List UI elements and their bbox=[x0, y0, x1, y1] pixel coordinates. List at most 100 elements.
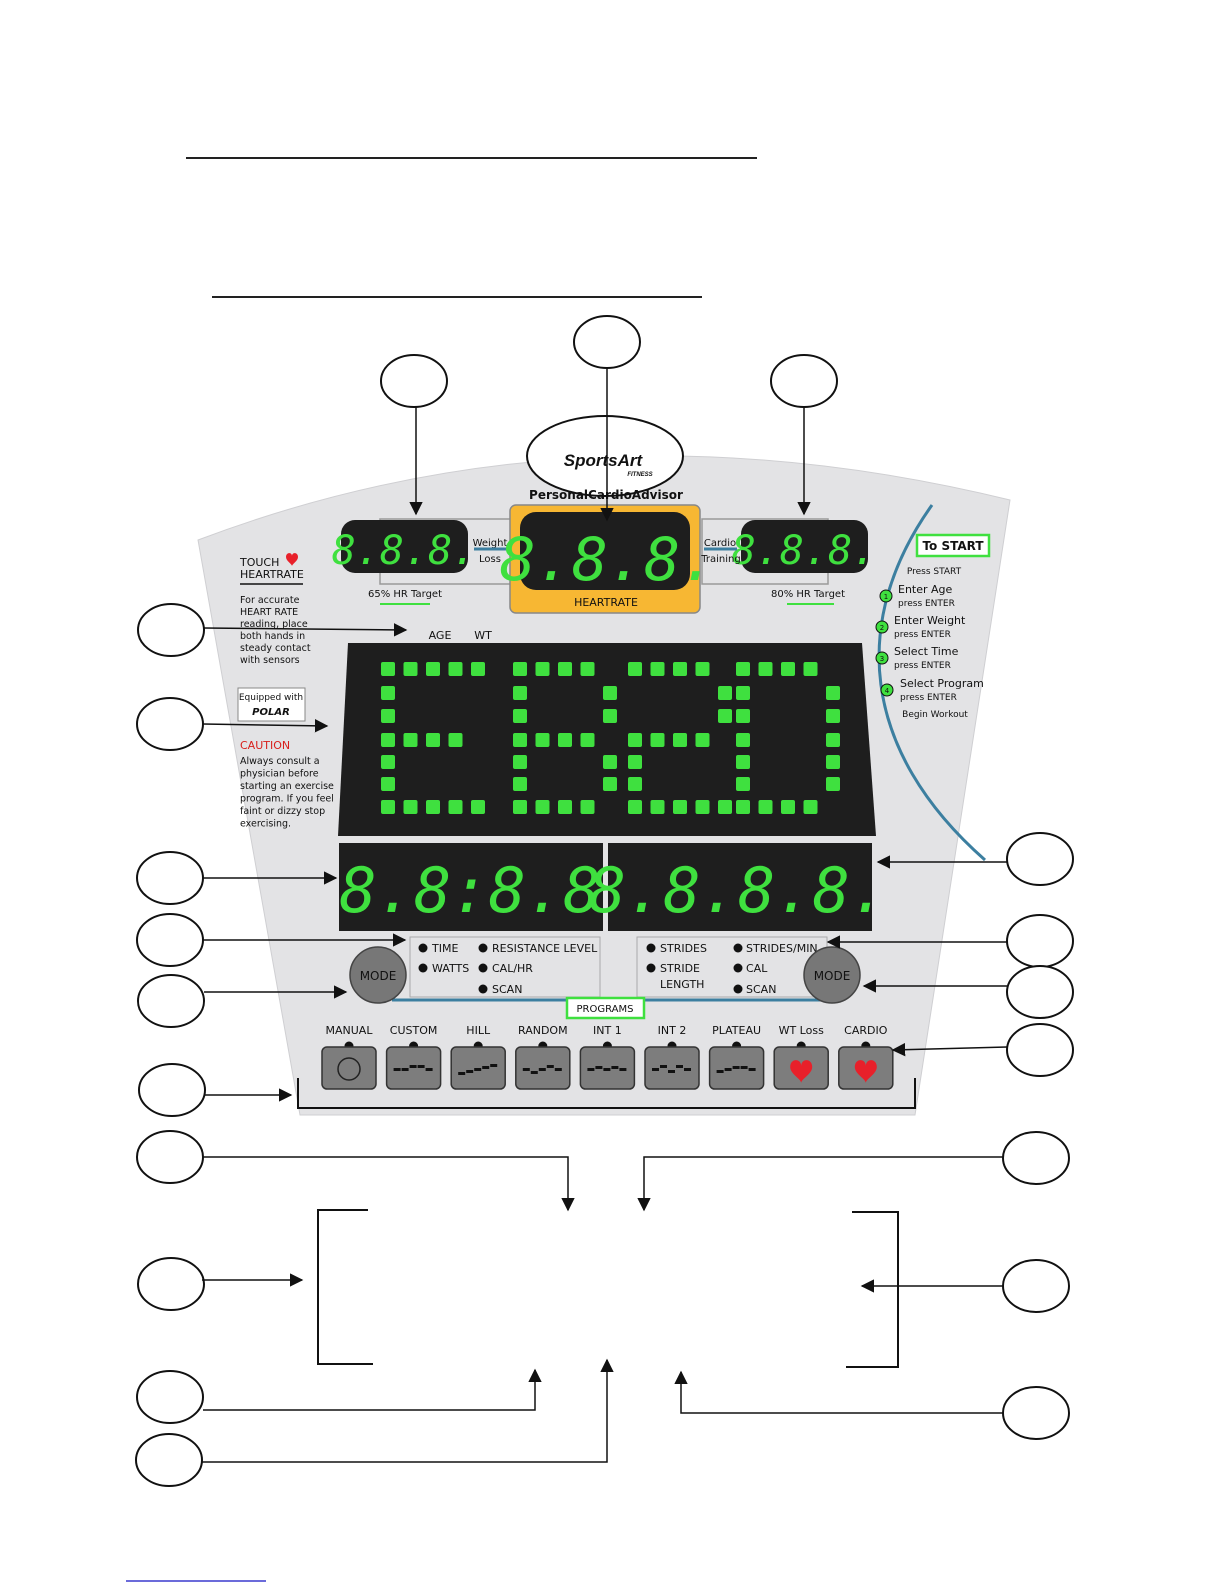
profile-icon bbox=[748, 1068, 756, 1071]
profile-icon bbox=[474, 1068, 482, 1071]
matrix-dot bbox=[826, 709, 840, 723]
profile-icon bbox=[668, 1070, 675, 1073]
start-arc bbox=[877, 504, 986, 862]
wt-label: WT bbox=[474, 629, 492, 642]
step-sub: press ENTER bbox=[894, 661, 951, 671]
matrix-dot bbox=[695, 733, 710, 747]
indicator-label: LENGTH bbox=[660, 978, 704, 991]
polar-bar bbox=[242, 704, 301, 717]
matrix-dot bbox=[513, 686, 527, 700]
indicator-label: TIME bbox=[431, 942, 458, 955]
step-title: Enter Age bbox=[898, 583, 953, 596]
profile-icon bbox=[676, 1065, 683, 1068]
program-label: INT 1 bbox=[593, 1024, 622, 1037]
callout-bubble bbox=[1006, 914, 1074, 968]
matrix-dot bbox=[628, 755, 642, 769]
matrix-dot bbox=[426, 800, 440, 814]
mode-button-left[interactable] bbox=[349, 946, 407, 1004]
matrix-dot bbox=[803, 662, 818, 676]
callout-arrow bbox=[203, 1156, 575, 1212]
indicator-led bbox=[733, 943, 743, 953]
weight-loss-line2: Loss bbox=[479, 554, 501, 565]
profile-icon bbox=[546, 1065, 554, 1068]
press-start-label: Press START bbox=[907, 567, 962, 577]
program-button-manual[interactable] bbox=[321, 1046, 377, 1090]
matrix-dot bbox=[381, 686, 395, 700]
heartrate-display bbox=[520, 512, 690, 590]
bracket-left bbox=[317, 1209, 373, 1365]
matrix-dot bbox=[403, 733, 418, 747]
left-small-value: 8.8.8. bbox=[332, 528, 477, 574]
indicator-label: CAL bbox=[746, 962, 768, 975]
matrix-dot bbox=[736, 800, 750, 814]
step-number: 4 bbox=[885, 687, 890, 695]
logo-text: SportsArt bbox=[564, 451, 644, 470]
indicator-led bbox=[478, 984, 488, 994]
begin-workout-label: Begin Workout bbox=[902, 710, 968, 720]
heart-icon-touch bbox=[286, 553, 298, 566]
indicator-led bbox=[646, 943, 656, 953]
step-number-badge bbox=[875, 651, 889, 665]
profile-icon bbox=[393, 1068, 401, 1071]
matrix-dot bbox=[695, 662, 710, 676]
program-label: RANDOM bbox=[518, 1024, 568, 1037]
program-label: HILL bbox=[466, 1024, 491, 1037]
matrix-dot bbox=[580, 800, 595, 814]
accurate-line: HEART RATE bbox=[240, 607, 298, 618]
step-title: Enter Weight bbox=[894, 614, 966, 627]
matrix-dot bbox=[826, 733, 840, 747]
matrix-dot bbox=[736, 733, 750, 747]
profile-icon bbox=[482, 1066, 490, 1069]
callout-arrow bbox=[637, 1156, 1003, 1212]
matrix-dot bbox=[513, 733, 527, 747]
caution-line: Always consult a bbox=[240, 756, 320, 767]
profile-icon bbox=[716, 1070, 724, 1073]
matrix-dot bbox=[513, 800, 527, 814]
matrix-dot bbox=[695, 800, 710, 814]
caution-line: physician before bbox=[240, 769, 319, 780]
lower-left-display bbox=[339, 843, 603, 931]
accurate-line: with sensors bbox=[240, 655, 300, 666]
matrix-dot bbox=[736, 709, 750, 723]
indicator-label: STRIDES bbox=[660, 942, 707, 955]
to-start-label: To START bbox=[922, 539, 984, 553]
profile-icon bbox=[425, 1068, 433, 1071]
program-button-int-2[interactable] bbox=[644, 1046, 700, 1090]
right-small-display bbox=[741, 520, 868, 573]
step-number: 1 bbox=[884, 593, 888, 601]
callout-bubble bbox=[1002, 1386, 1070, 1440]
callout-bubble bbox=[135, 1433, 203, 1487]
callout-bubble bbox=[1006, 832, 1074, 886]
profile-icon bbox=[522, 1068, 530, 1071]
callout-bubble bbox=[136, 697, 204, 751]
heartrate-value: 8.8.8. bbox=[500, 525, 717, 595]
matrix-dot bbox=[718, 800, 732, 814]
matrix-dot bbox=[826, 686, 840, 700]
console-bracket bbox=[297, 1078, 916, 1109]
callout-bubble bbox=[136, 913, 204, 967]
matrix-dot bbox=[758, 800, 773, 814]
cardio-training-line1: Cardio bbox=[704, 538, 736, 549]
callout-bubble bbox=[1006, 965, 1074, 1019]
callout-bubble bbox=[1006, 1023, 1074, 1077]
profile-icon bbox=[538, 1068, 546, 1071]
matrix-dot bbox=[580, 662, 595, 676]
matrix-dot bbox=[471, 800, 485, 814]
callout-bubble bbox=[1002, 1131, 1070, 1185]
polar-logo: POLAR bbox=[252, 707, 290, 718]
profile-icon bbox=[603, 1068, 611, 1071]
profile-icon bbox=[611, 1066, 619, 1069]
matrix-dot bbox=[826, 777, 840, 791]
matrix-dot bbox=[403, 662, 418, 676]
matrix-dot bbox=[513, 709, 527, 723]
matrix-dot bbox=[381, 733, 395, 747]
callout-arrow bbox=[674, 1370, 1003, 1414]
indicator-led bbox=[478, 963, 488, 973]
program-label: MANUAL bbox=[326, 1024, 374, 1037]
heart-icon bbox=[854, 1060, 877, 1083]
